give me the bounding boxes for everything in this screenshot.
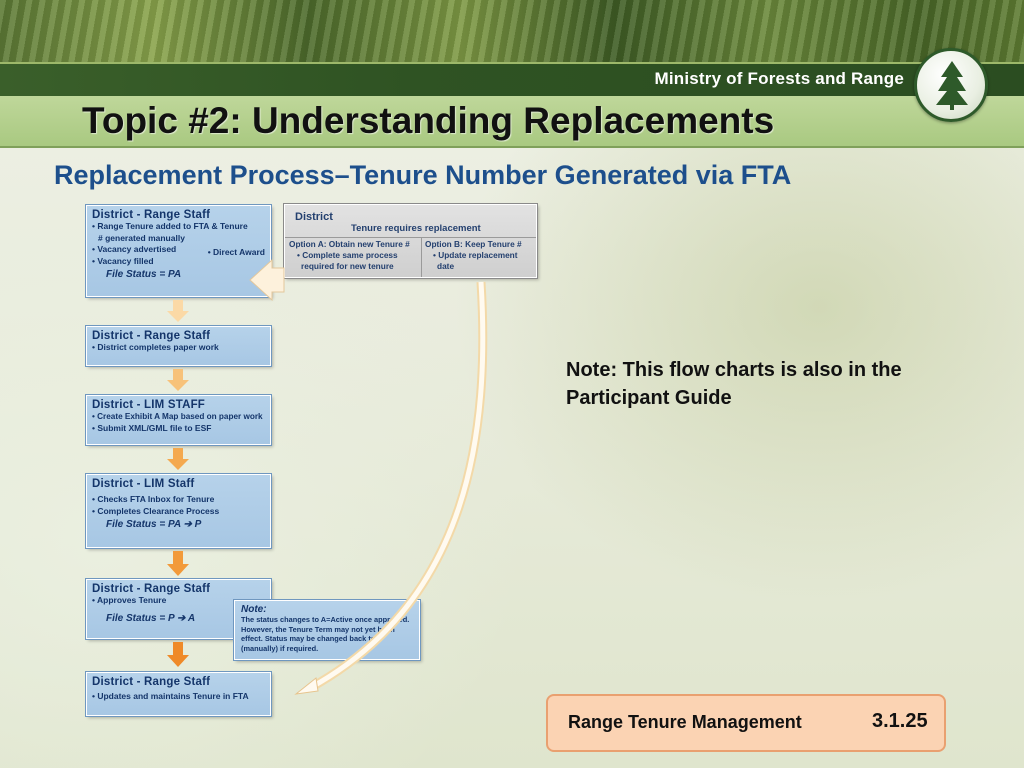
title-bar <box>0 96 1024 148</box>
down-arrow <box>167 369 189 391</box>
district-replacement-box: District Tenure requires replacement Opt… <box>283 203 538 279</box>
file-status: File Status = PA <box>106 269 182 281</box>
flow-box-aside: • Direct Award <box>207 247 265 258</box>
flow-box-lim-staff-2: District - LIM Staff • Checks FTA Inbox … <box>85 473 272 549</box>
flow-box-line: • District completes paper work <box>92 342 219 352</box>
district-title: District <box>295 211 333 223</box>
flow-box-line: • Vacancy advertised <box>92 244 177 255</box>
file-status: File Status = P ➔ A <box>106 612 196 624</box>
down-arrow <box>167 642 189 667</box>
tree-icon <box>936 61 968 110</box>
down-arrow <box>167 448 189 470</box>
forest-service-logo <box>914 48 988 122</box>
ministry-name: Ministry of Forests and Range <box>654 69 904 88</box>
flow-box-line: # generated manually <box>98 232 185 243</box>
flow-box-range-staff-2: District - Range Staff • District comple… <box>85 325 272 367</box>
flow-box-title: District - Range Staff <box>92 676 211 688</box>
divider <box>421 237 422 277</box>
option-b-line: • Update replacement <box>433 250 518 260</box>
note-text: The status changes to A=Active once appr… <box>241 615 410 653</box>
flow-box-lim-staff-1: District - LIM STAFF • Create Exhibit A … <box>85 394 272 446</box>
slide-number: 3.1.25 <box>872 710 928 732</box>
flow-box-range-staff-1: District - Range Staff • Range Tenure ad… <box>85 204 272 298</box>
district-requirement: Tenure requires replacement <box>351 223 481 234</box>
flow-box-line: • Create Exhibit A Map based on paper wo… <box>92 412 263 421</box>
flow-box-title: District - LIM Staff <box>92 478 195 490</box>
down-arrow <box>167 551 189 576</box>
flow-box-line: • Checks FTA Inbox for Tenure <box>92 494 215 504</box>
flow-box-line: • Range Tenure added to FTA & Tenure <box>92 221 248 231</box>
flow-box-range-staff-4: District - Range Staff • Updates and mai… <box>85 671 272 717</box>
down-arrow <box>167 300 189 322</box>
option-b-line: Option B: Keep Tenure # <box>425 239 522 249</box>
divider <box>285 237 536 238</box>
footer-label: Range Tenure Management <box>568 712 802 732</box>
file-status: File Status = PA ➔ P <box>106 519 202 531</box>
option-a-line: • Complete same process <box>297 250 398 260</box>
flow-box-title: District - LIM STAFF <box>92 399 206 411</box>
flow-box-title: District - Range Staff <box>92 583 211 595</box>
status-note-box: Note: The status changes to A=Active onc… <box>233 599 421 661</box>
flow-box-line: • Updates and maintains Tenure in FTA <box>92 691 249 701</box>
flow-box-title: District - Range Staff <box>92 330 211 342</box>
note-title: Note: <box>241 604 267 615</box>
option-a-line: Option A: Obtain new Tenure # <box>289 239 410 249</box>
flow-box-line: • Vacancy filled <box>92 255 154 266</box>
option-b-line: date <box>437 261 455 271</box>
slide-title: Topic #2: Understanding Replacements <box>82 100 775 141</box>
option-a: Option A: Obtain new Tenure # • Complete… <box>289 239 419 272</box>
flow-box-line: • Completes Clearance Process <box>92 505 220 516</box>
flow-box-line: • Approves Tenure <box>92 595 167 605</box>
footer-box: Range Tenure Management 3.1.25 <box>546 694 946 752</box>
option-b: Option B: Keep Tenure # • Update replace… <box>425 239 537 272</box>
flow-box-line: • Submit XML/GML file to ESF <box>92 422 212 433</box>
flow-box-title: District - Range Staff <box>92 209 211 221</box>
slide-subtitle: Replacement Process–Tenure Number Genera… <box>54 160 792 190</box>
ministry-bar <box>0 62 1024 96</box>
option-a-line: required for new tenure <box>301 261 394 271</box>
side-note: Note: This flow charts is also in the Pa… <box>566 359 902 409</box>
forest-banner-image <box>0 0 1024 68</box>
